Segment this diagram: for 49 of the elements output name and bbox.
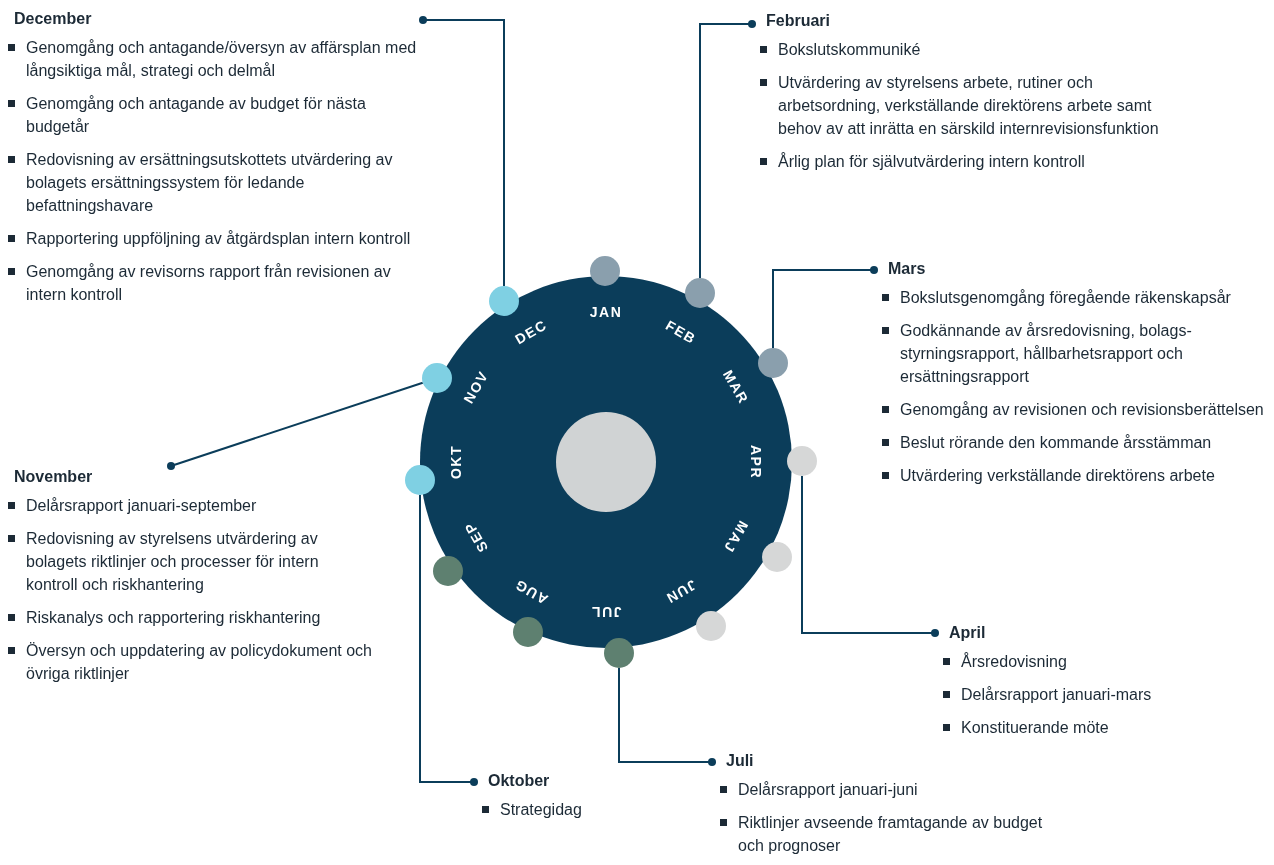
leader-line xyxy=(772,266,878,349)
list-item: Översyn och uppdatering av policydokument och övriga riktlinjer xyxy=(0,639,372,685)
month-label: DEC xyxy=(512,316,550,348)
month-heading: Februari xyxy=(765,11,830,31)
list-item: Delårsrapport januari-september xyxy=(0,494,372,517)
month-label: JUL xyxy=(590,604,622,620)
month-label: JAN xyxy=(589,304,623,320)
list-item: Godkännande av årsredovisning, bolags-styrningsrapport, hållbarhetsrapport och ersättningsrapport xyxy=(874,319,1270,388)
list-item: Bokslutsgenomgång föregående räkenskapsår xyxy=(874,286,1270,309)
month-dot xyxy=(590,256,620,286)
list-item: Delårsrapport januari-juni xyxy=(712,778,1072,801)
month-label: OKT xyxy=(448,444,464,480)
list-item: Konstituerande möte xyxy=(935,716,1155,739)
list-item: Strategidag xyxy=(474,798,634,821)
list-item: Riskanalys och rapportering riskhantering xyxy=(0,606,372,629)
month-heading: December xyxy=(13,9,92,29)
month-heading: April xyxy=(948,623,986,643)
leader-line xyxy=(618,667,716,766)
list-item: Genomgång av revisorns rapport från revisionen av intern kontroll xyxy=(0,260,423,306)
month-heading: November xyxy=(13,467,93,487)
month-heading: Oktober xyxy=(487,771,550,791)
month-dot xyxy=(405,465,435,495)
month-label: APR xyxy=(748,444,764,480)
list-item: Genomgång och antagande av budget för nästa budgetår xyxy=(0,92,423,138)
list-item: Redovisning av ersättningsutskottets utvärdering av bolagets ersättningssystem för ledande befattningshavare xyxy=(0,148,423,217)
list-item: Årlig plan för självutvärdering intern kontroll xyxy=(752,150,1192,173)
month-label: JUN xyxy=(662,576,700,607)
month-label: AUG xyxy=(511,576,551,608)
list-item: Genomgång och antagande/översyn av affärsplan med långsiktiga mål, strategi och delmål xyxy=(0,36,423,82)
leader-line xyxy=(699,20,756,279)
list-item: Beslut rörande den kommande årsstämman xyxy=(874,431,1270,454)
list-item: Rapportering uppföljning av åtgärdsplan intern kontroll xyxy=(0,227,423,250)
month-heading: Mars xyxy=(887,259,926,279)
leader-line xyxy=(419,16,505,287)
leader-line xyxy=(419,494,478,786)
list-item: Bokslutskommuniké xyxy=(752,38,1192,61)
month-label: FEB xyxy=(662,317,700,348)
list-item: Utvärdering verkställande direktörens arbete xyxy=(874,464,1270,487)
list-item: Utvärdering av styrelsens arbete, rutiner och arbetsordning, verkställande direktörens arbete samt behov av att inrätta en särskild internrevisionsfunktion xyxy=(752,71,1192,140)
month-dot xyxy=(604,638,634,668)
month-heading: Juli xyxy=(725,751,754,771)
list-item: Årsredovisning xyxy=(935,650,1155,673)
list-item: Delårsrapport januari-mars xyxy=(935,683,1155,706)
list-item: Genomgång av revisionen och revisionsberättelsen xyxy=(874,398,1270,421)
list-item: Riktlinjer avseende framtagande av budget och prognoser xyxy=(712,811,1072,857)
list-item: Redovisning av styrelsens utvärdering av bolagets riktlinjer och processer för intern kontroll och riskhantering xyxy=(0,527,372,596)
leader-line xyxy=(801,475,939,637)
leader-line xyxy=(167,381,424,470)
month-dot xyxy=(787,446,817,476)
